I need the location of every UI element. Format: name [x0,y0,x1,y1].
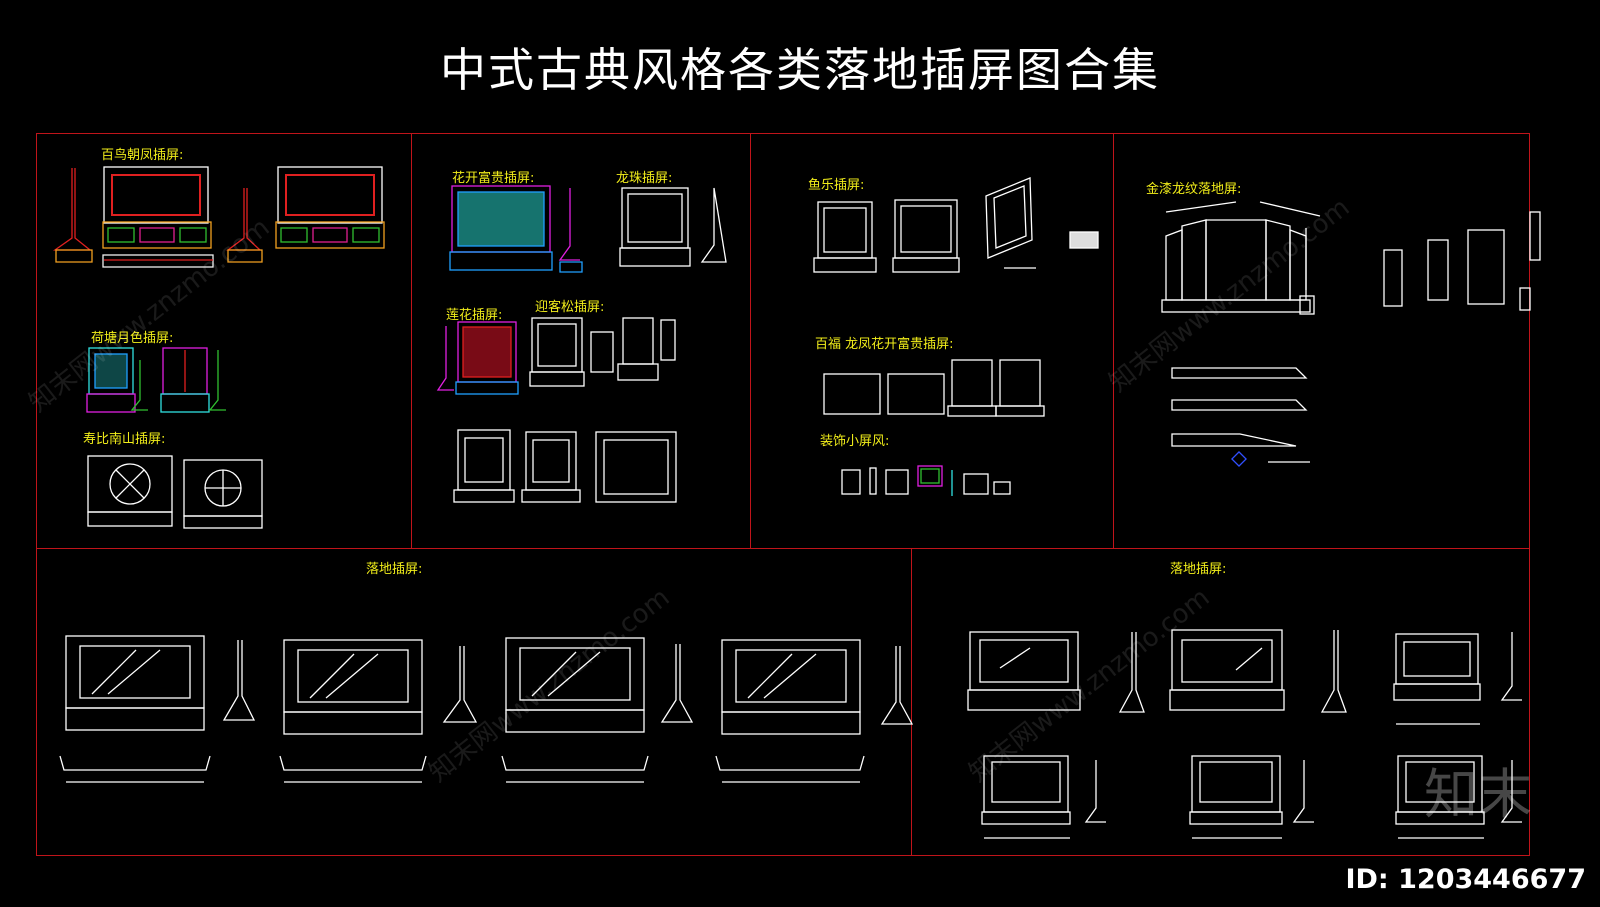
label-huakai: 花开富贵插屏: [452,171,535,186]
screens-bottom-panel2 [453,429,677,503]
screen-longzhu [619,187,727,267]
label-longzhu: 龙珠插屏: [616,171,673,186]
screen-huakai [449,185,583,273]
screen-jinqi [1161,201,1541,467]
label-hetang: 荷塘月色插屏: [91,331,174,346]
screen-bainiao-1 [102,166,214,268]
label-baifu: 百福 龙凤花开富贵插屏: [815,337,954,352]
screen-zhuangshi [841,465,1011,496]
label-luodi-left: 落地插屏: [366,562,423,577]
label-yule: 鱼乐插屏: [808,178,865,193]
asset-id: ID: 1203446677 [1345,864,1586,895]
screen-yingke [529,317,676,387]
label-luodi-right: 落地插屏: [1170,562,1227,577]
screen-shoubi [87,455,263,529]
label-shoubi: 寿比南山插屏: [83,432,166,447]
screen-yule [813,177,1099,273]
screen-baifu [823,359,1045,417]
label-yingke: 迎客松插屏: [535,300,605,315]
screen-lianhua [436,321,519,395]
label-zhuangshi: 装饰小屏风: [820,434,890,449]
label-jinqi: 金漆龙纹落地屏: [1146,182,1242,197]
floor-screens-left [59,635,914,783]
floor-screens-right [967,629,1522,839]
label-bainiao: 百鸟朝凤插屏: [101,148,184,163]
screen-hetang [86,347,226,413]
stand-side-views-bainiao [52,168,263,263]
screen-bainiao-2 [275,166,385,249]
label-lianhua: 莲花插屏: [446,308,503,323]
watermark-logo: 知末 [1424,763,1532,826]
page-title: 中式古典风格各类落地插屏图合集 [440,43,1160,97]
panel-luodi-right [911,548,1530,856]
